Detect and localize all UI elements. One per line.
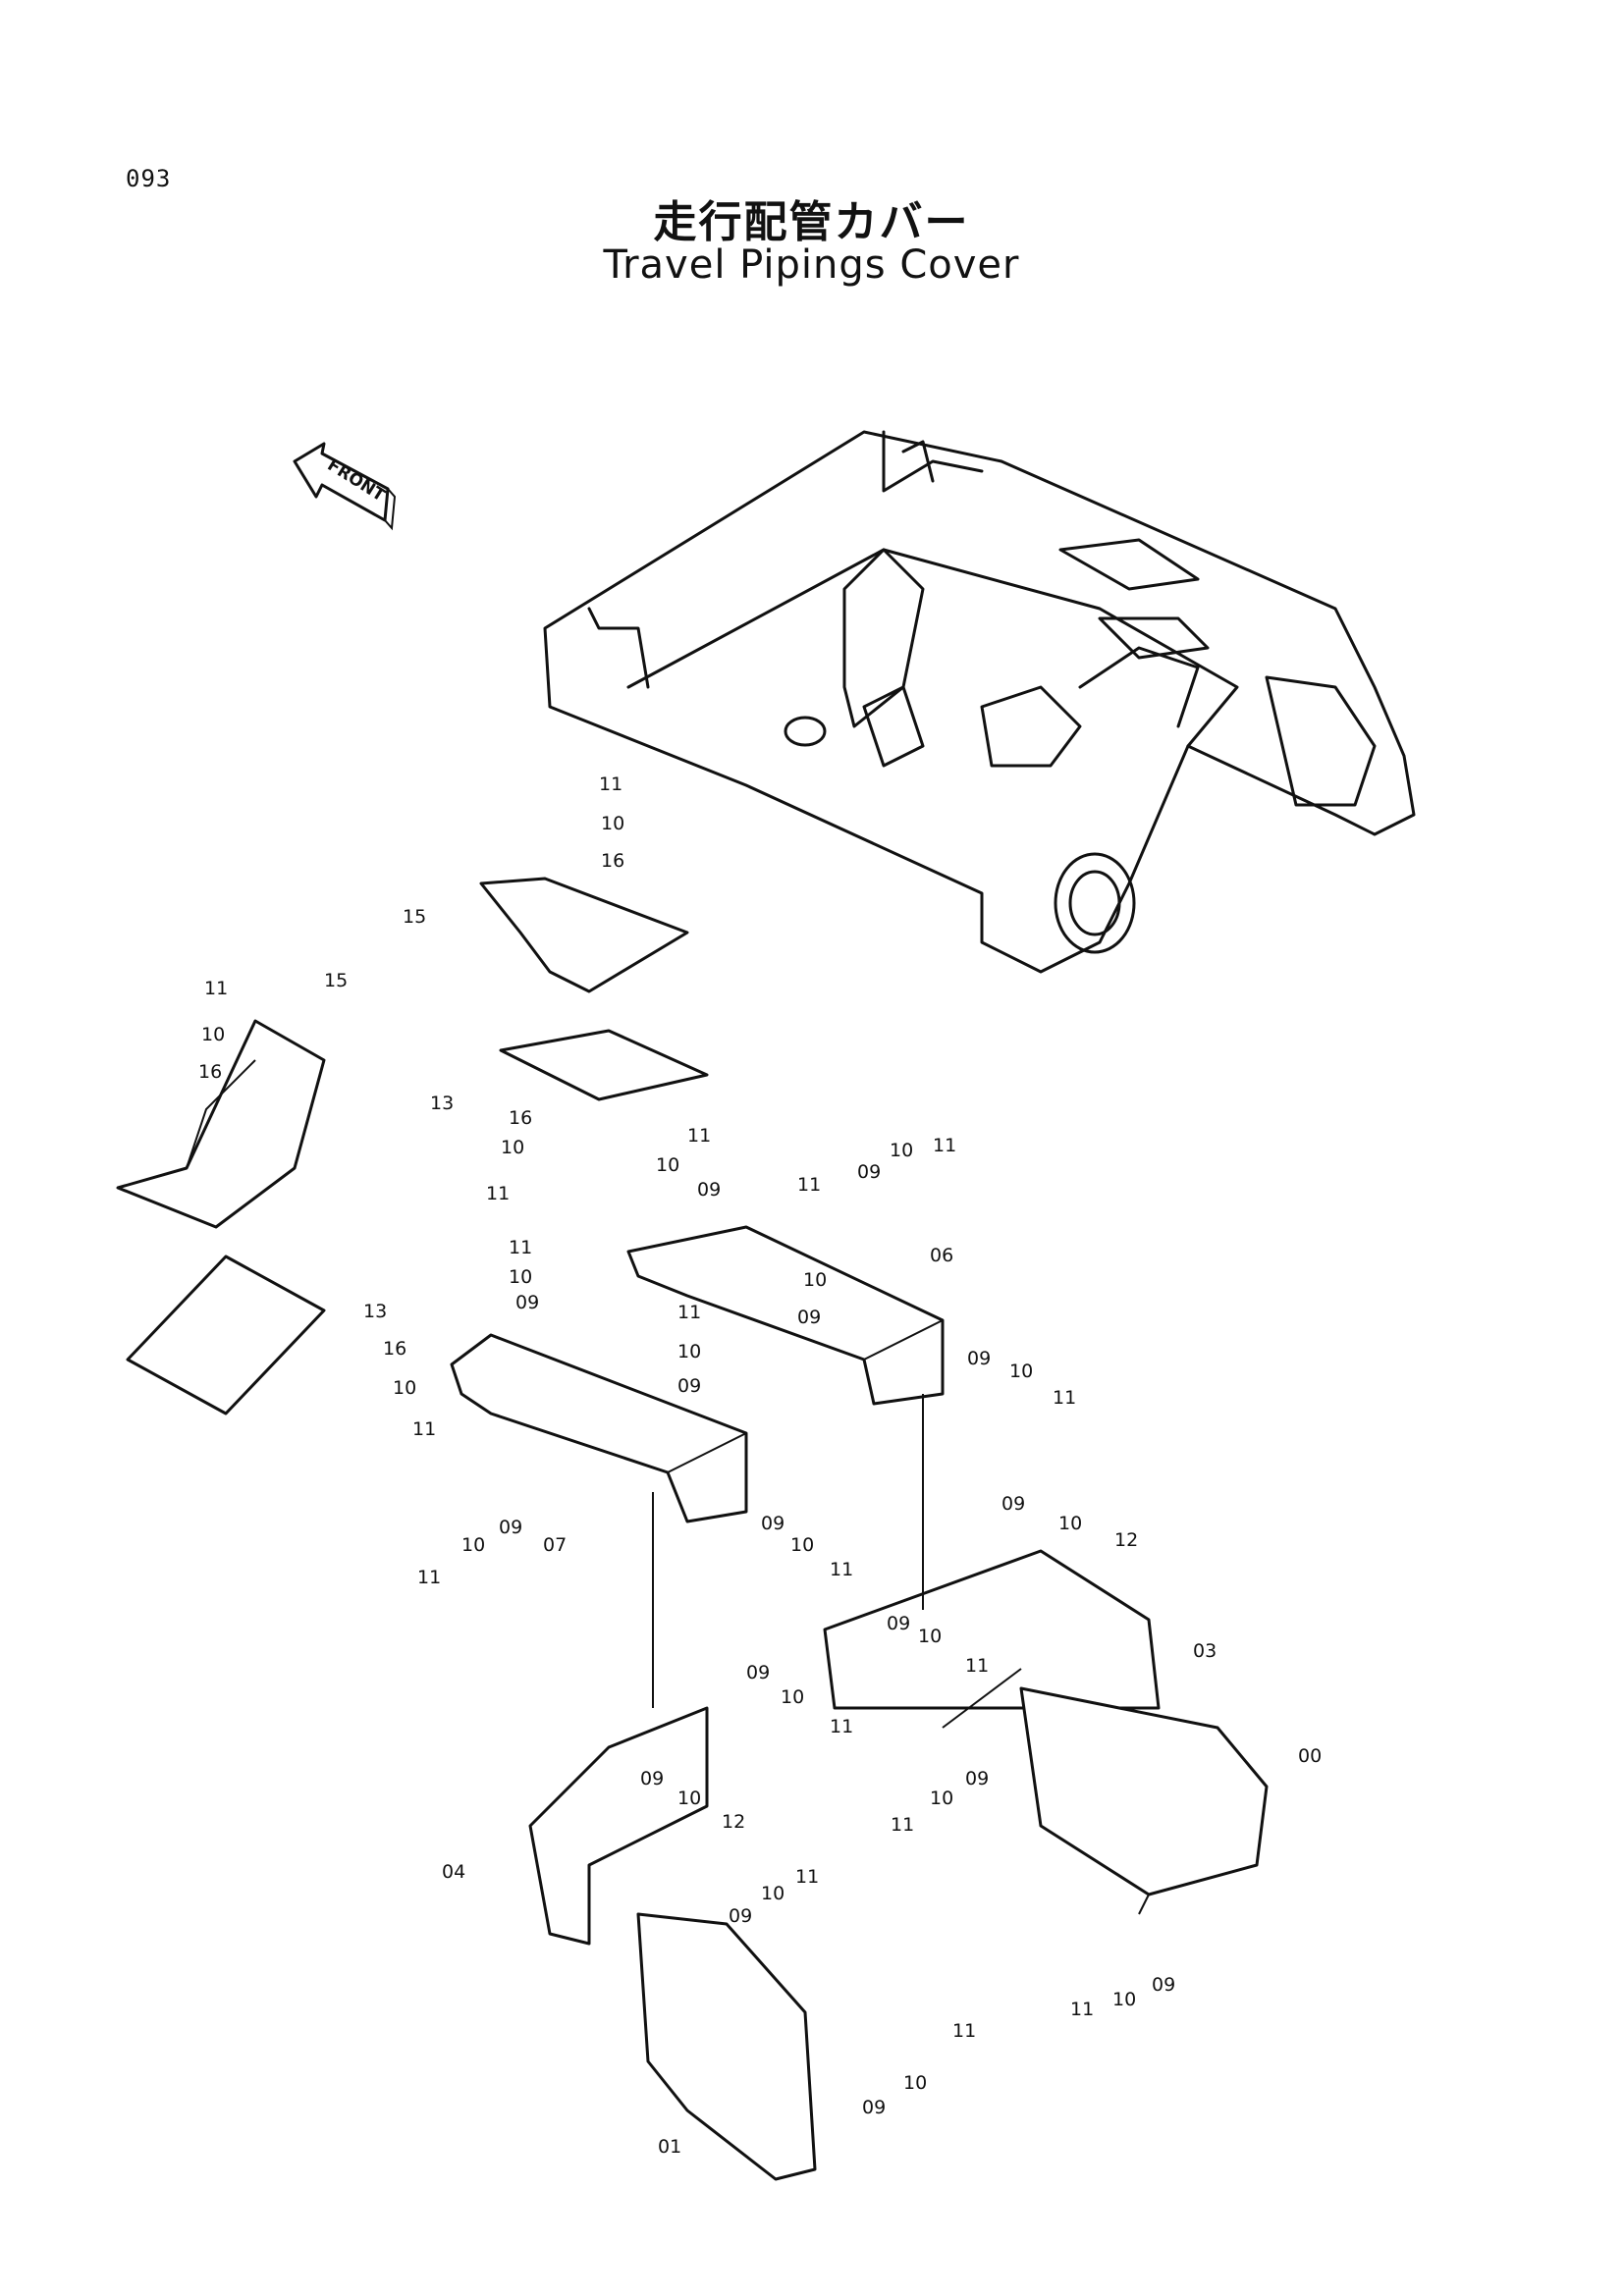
callout: 13: [430, 1093, 454, 1114]
callout: 10: [201, 1024, 225, 1045]
callout: 10: [761, 1883, 784, 1904]
callout: 16: [198, 1061, 222, 1083]
callout: 06: [930, 1245, 953, 1266]
callout: 09: [499, 1517, 522, 1538]
callout: 11: [952, 2020, 976, 2042]
track-frame: [543, 430, 1416, 974]
callout: 11: [204, 978, 228, 999]
callout: 10: [501, 1137, 524, 1158]
cover-15-upper: [479, 877, 689, 993]
callout: 11: [830, 1716, 853, 1737]
callout: 10: [601, 813, 624, 834]
callout: 11: [1070, 1999, 1094, 2020]
cover-13-center: [499, 1029, 709, 1101]
callout: 10: [677, 1788, 701, 1809]
callout: 09: [797, 1307, 821, 1328]
callout: 11: [486, 1183, 510, 1204]
callout: 09: [1001, 1493, 1025, 1515]
callout: 10: [677, 1341, 701, 1362]
callout: 11: [933, 1135, 956, 1156]
callout-labels: 11 10 16 15 11 10 16 15 13 16 10 11 13 1…: [198, 774, 1322, 2158]
callout: 10: [930, 1788, 953, 1809]
callout: 09: [677, 1375, 701, 1397]
callout: 09: [967, 1348, 991, 1369]
callout: 12: [722, 1811, 745, 1833]
callout: 11: [891, 1814, 914, 1836]
callout: 11: [677, 1302, 701, 1323]
callout: 11: [830, 1559, 853, 1580]
callout: 09: [862, 2097, 886, 2118]
title-english: Travel Pipings Cover: [603, 242, 1020, 288]
callout: 09: [857, 1161, 881, 1183]
callout: 11: [1053, 1387, 1076, 1409]
cover-01: [636, 1912, 817, 2181]
callout: 03: [1193, 1640, 1217, 1662]
front-arrow-icon: FRONT: [293, 442, 397, 531]
callout: 16: [509, 1107, 532, 1129]
bracket-04: [528, 1706, 709, 1946]
callout: 00: [1298, 1745, 1322, 1767]
title-japanese: 走行配管カバー: [653, 197, 970, 247]
callout: 10: [509, 1266, 532, 1288]
callout: 11: [417, 1567, 441, 1588]
callout: 10: [1009, 1361, 1033, 1382]
callout: 07: [543, 1534, 567, 1556]
callout: 10: [1058, 1513, 1082, 1534]
cover-00: [1019, 1686, 1269, 1896]
callout: 04: [442, 1861, 465, 1883]
callout: 13: [363, 1301, 387, 1322]
callout: 12: [1114, 1529, 1138, 1551]
callout: 10: [803, 1269, 827, 1291]
callout: 10: [903, 2072, 927, 2094]
callout: 10: [1112, 1989, 1136, 2010]
callout: 10: [656, 1154, 679, 1176]
callout: 10: [890, 1140, 913, 1161]
front-label: FRONT: [324, 455, 389, 507]
callout: 09: [515, 1292, 539, 1313]
callout: 15: [403, 906, 426, 928]
page-number: 093: [126, 165, 172, 192]
callout: 09: [640, 1768, 664, 1789]
callout: 01: [658, 2136, 681, 2158]
callout: 16: [383, 1338, 406, 1360]
callout: 11: [599, 774, 622, 795]
cover-15-left: [116, 1019, 326, 1229]
callout: 09: [761, 1513, 784, 1534]
callout: 11: [412, 1418, 436, 1440]
callout: 11: [687, 1125, 711, 1147]
callout: 09: [965, 1768, 989, 1789]
callout: 11: [965, 1655, 989, 1677]
callout: 10: [781, 1686, 804, 1708]
callout: 09: [746, 1662, 770, 1683]
callout: 09: [1152, 1974, 1175, 1996]
callout: 16: [601, 850, 624, 872]
callout: 09: [729, 1905, 752, 1927]
callout: 10: [461, 1534, 485, 1556]
callout: 09: [887, 1613, 910, 1634]
bracket-03: [823, 1549, 1161, 1710]
callout: 15: [324, 970, 348, 991]
callout: 09: [697, 1179, 721, 1201]
callout: 10: [790, 1534, 814, 1556]
callout: 10: [918, 1626, 942, 1647]
callout: 10: [393, 1377, 416, 1399]
cover-13-left: [126, 1255, 326, 1415]
callout: 11: [797, 1174, 821, 1196]
callout: 11: [795, 1866, 819, 1888]
cover-07: [450, 1333, 748, 1523]
cover-06: [626, 1225, 945, 1406]
callout: 11: [509, 1237, 532, 1258]
